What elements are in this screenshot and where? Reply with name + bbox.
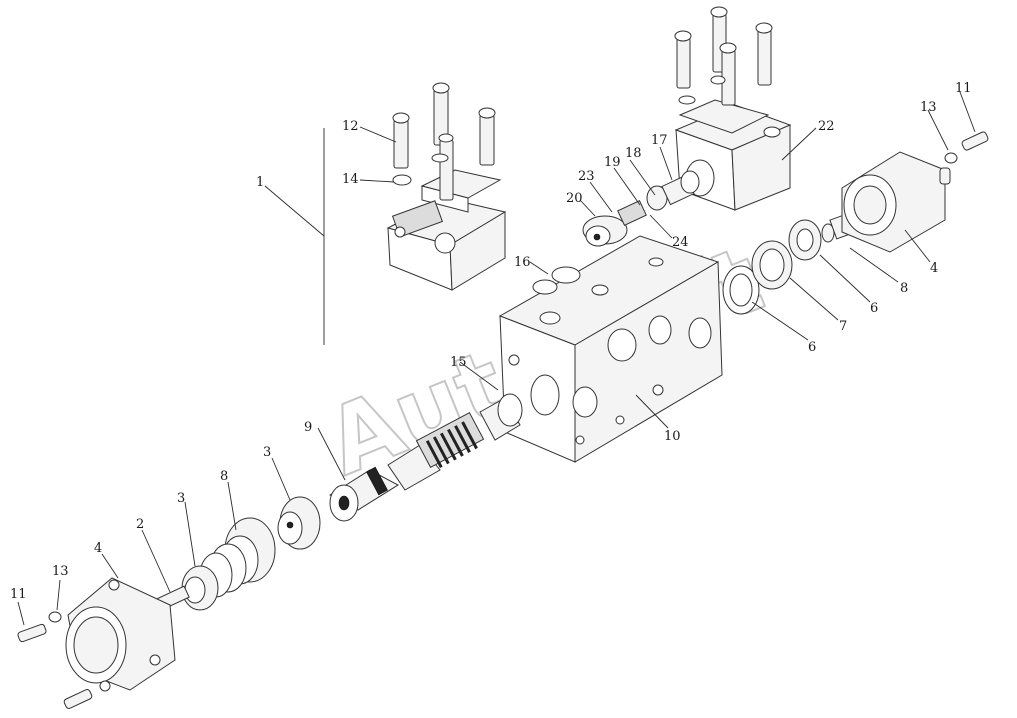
pilot-block-right xyxy=(674,6,792,211)
callout-23: 23 xyxy=(578,169,595,184)
valve-body xyxy=(498,235,723,463)
callout-13-right: 13 xyxy=(920,100,937,115)
callout-15: 15 xyxy=(450,355,467,370)
right-end-cover xyxy=(841,151,951,253)
callout-22: 22 xyxy=(818,119,835,134)
o-ring-16 xyxy=(532,266,581,295)
pilot-spool-parts xyxy=(582,170,700,247)
callout-16: 16 xyxy=(514,255,531,270)
callout-14: 14 xyxy=(342,172,359,187)
callout-18: 18 xyxy=(625,146,642,161)
callout-4-right: 4 xyxy=(930,261,938,276)
callout-1: 1 xyxy=(256,175,264,190)
left-seat-3 xyxy=(277,496,321,550)
callout-7: 7 xyxy=(839,319,847,334)
callout-24: 24 xyxy=(672,235,689,250)
callout-8-left: 8 xyxy=(220,469,228,484)
callout-19: 19 xyxy=(604,155,621,170)
callout-3-upper: 3 xyxy=(263,445,271,460)
callout-3-lower: 3 xyxy=(177,491,185,506)
callout-4-left: 4 xyxy=(94,541,102,556)
callout-11-right: 11 xyxy=(955,81,972,96)
pilot-block-left xyxy=(386,82,507,291)
callout-20: 20 xyxy=(566,191,583,206)
callout-12: 12 xyxy=(342,119,359,134)
callouts: 1 12 14 16 15 9 10 20 23 19 18 17 24 22 … xyxy=(10,81,972,602)
callout-10: 10 xyxy=(664,429,681,444)
left-screws xyxy=(17,611,93,709)
right-screw-11 xyxy=(944,131,989,164)
callout-13-left: 13 xyxy=(52,564,69,579)
callout-6-upper: 6 xyxy=(870,301,878,316)
spool xyxy=(329,393,523,522)
left-seat-3b xyxy=(181,565,219,611)
callout-9: 9 xyxy=(304,420,312,435)
callout-8-right: 8 xyxy=(900,281,908,296)
callout-17: 17 xyxy=(651,133,668,148)
callout-6-lower: 6 xyxy=(808,340,816,355)
left-spring-8 xyxy=(199,517,276,598)
leader-lines xyxy=(17,91,976,626)
left-end-cover xyxy=(65,577,176,692)
callout-2: 2 xyxy=(136,517,144,532)
callout-11-left: 11 xyxy=(10,587,27,602)
